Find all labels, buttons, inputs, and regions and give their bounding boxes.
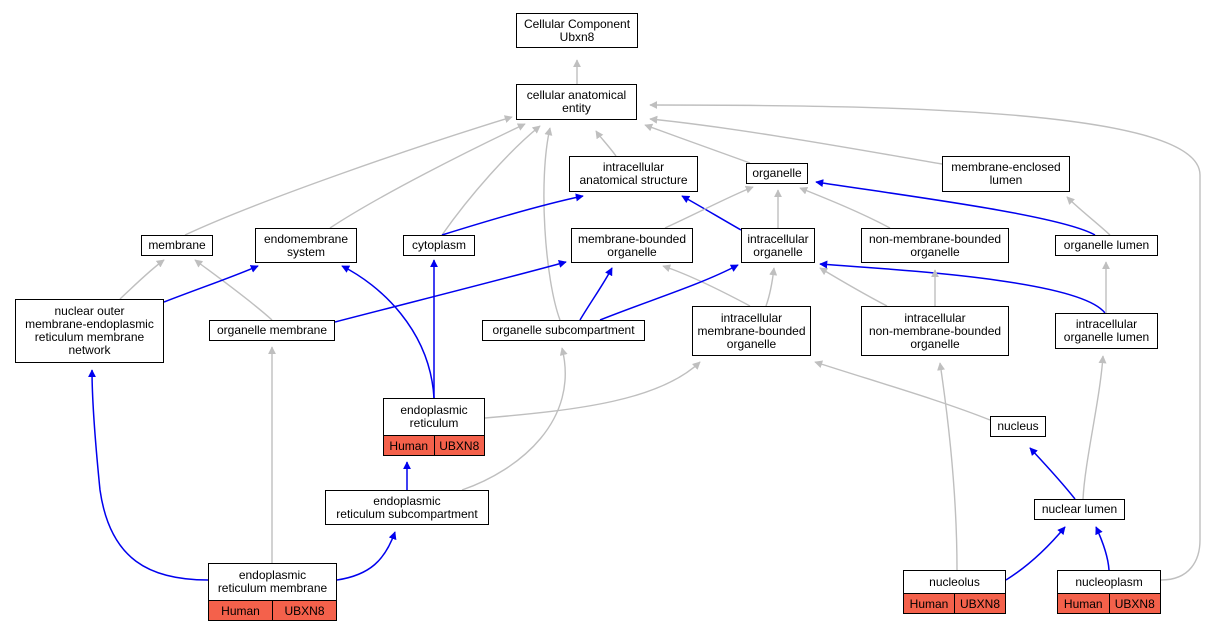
edge-inmbo-to-io-is-a [819, 267, 888, 307]
node-label[interactable]: organelle [752, 166, 802, 180]
edge-om-to-mbo-part-of [334, 260, 567, 323]
edge-nucleolus-to-inmbo-is-a [937, 362, 958, 571]
node-label[interactable]: nucleus [997, 419, 1039, 433]
node-label[interactable]: endoplasmic reticulum membrane [217, 568, 328, 595]
edge-mel-to-cae-is-a [649, 115, 943, 165]
node-io[interactable]: intracellular organelle [741, 228, 815, 263]
edge-cyt-to-ias-part-of [441, 193, 584, 236]
annotation-species[interactable]: Human [1058, 594, 1109, 613]
node-label[interactable]: Cellular Component Ubxn8 [523, 16, 631, 44]
edge-nuc-to-imbo-is-a [814, 360, 991, 421]
node-nom[interactable]: nuclear outer membrane-endoplasmic retic… [15, 299, 164, 363]
node-label[interactable]: organelle membrane [216, 323, 328, 337]
annotation-species[interactable]: Human [384, 436, 434, 455]
edge-mbo-to-org-is-a [664, 185, 754, 229]
node-label[interactable]: endomembrane system [263, 231, 349, 259]
edge-cyt-to-cae-is-a [441, 125, 541, 236]
node-iol[interactable]: intracellular organelle lumen [1055, 313, 1158, 349]
node-nuc[interactable]: nucleus [990, 416, 1046, 437]
node-label[interactable]: nucleoplasm [1075, 574, 1143, 589]
node-label[interactable]: intracellular organelle lumen [1063, 317, 1150, 344]
edge-osc-to-mbo-part-of [579, 267, 613, 321]
node-label[interactable]: membrane [148, 238, 206, 252]
annotation-gene[interactable]: UBXN8 [272, 601, 336, 620]
edge-osc-to-io-part-of [599, 264, 739, 321]
annotation-gene[interactable]: UBXN8 [954, 594, 1005, 613]
node-om[interactable]: organelle membrane [209, 320, 335, 341]
edge-om-to-mem-is-a [194, 259, 273, 321]
node-cc[interactable]: Cellular Component Ubxn8 [516, 13, 638, 48]
edge-nom-to-mem-is-a [119, 259, 165, 300]
node-mbo[interactable]: membrane-bounded organelle [571, 228, 693, 263]
node-label[interactable]: endoplasmic reticulum [400, 403, 468, 430]
edge-erm-to-ersc-part-of [336, 531, 397, 581]
edge-er-to-imbo-is-a [484, 361, 701, 419]
node-cyt[interactable]: cytoplasm [403, 235, 475, 256]
edge-nucleoplasm-to-cae-is-a [649, 101, 1201, 581]
node-ems[interactable]: endomembrane system [255, 228, 357, 263]
edge-mem-to-cae-is-a [184, 115, 513, 236]
node-org[interactable]: organelle [746, 163, 808, 184]
node-label[interactable]: intracellular organelle [747, 231, 809, 259]
node-label[interactable]: membrane-enclosed lumen [951, 160, 1061, 187]
edge-erm-to-nom-part-of [88, 369, 209, 581]
node-label[interactable]: membrane-bounded organelle [577, 231, 687, 259]
node-ersc[interactable]: endoplasmic reticulum subcompartment [325, 490, 489, 525]
annotation-gene[interactable]: UBXN8 [433, 436, 484, 455]
edge-nmbo-to-org-is-a [799, 186, 891, 229]
node-cae[interactable]: cellular anatomical entity [516, 84, 637, 120]
node-label[interactable]: intracellular membrane-bounded organelle [697, 310, 806, 351]
node-mel[interactable]: membrane-enclosed lumen [942, 156, 1070, 192]
edge-imbo-to-mbo-is-a [662, 264, 751, 307]
node-label[interactable]: endoplasmic reticulum subcompartment [336, 493, 478, 521]
edge-nom-to-ems-part-of [163, 265, 259, 303]
edge-nl-to-iol-is-a [1082, 355, 1107, 500]
node-label[interactable]: cellular anatomical entity [526, 88, 627, 115]
node-imbo[interactable]: intracellular membrane-bounded organelle [692, 306, 811, 356]
node-label[interactable]: intracellular anatomical structure [579, 160, 688, 187]
node-label[interactable]: cytoplasm [411, 238, 467, 252]
edge-nucleolus-to-nl-part-of [1005, 526, 1066, 581]
edge-org-to-cae-is-a [644, 123, 751, 164]
node-label[interactable]: intracellular non-membrane-bounded organ… [868, 310, 1002, 351]
edge-ias-to-cae-is-a [595, 130, 617, 157]
node-nmbo[interactable]: non-membrane-bounded organelle [861, 228, 1009, 263]
edge-iol-to-io-part-of [819, 260, 1106, 314]
edge-ems-to-cae-is-a [329, 123, 526, 229]
node-label[interactable]: nucleolus [929, 574, 980, 589]
node-label[interactable]: non-membrane-bounded organelle [868, 231, 1002, 259]
node-label[interactable]: organelle lumen [1063, 238, 1150, 252]
node-ias[interactable]: intracellular anatomical structure [569, 156, 698, 192]
annotation-gene[interactable]: UBXN8 [1108, 594, 1160, 613]
node-label[interactable]: nuclear outer membrane-endoplasmic retic… [25, 304, 154, 357]
node-label[interactable]: nuclear lumen [1041, 502, 1118, 516]
edge-nucleoplasm-to-nl-part-of [1095, 526, 1110, 571]
edge-io-to-ias-part-of [681, 195, 742, 231]
node-osc[interactable]: organelle subcompartment [482, 320, 645, 341]
annotation-species[interactable]: Human [904, 594, 954, 613]
node-ol[interactable]: organelle lumen [1055, 235, 1158, 256]
edge-nl-to-nuc-part-of [1029, 447, 1076, 500]
edge-ersc-to-osc-is-a [461, 347, 568, 491]
annotation-species[interactable]: Human [209, 601, 272, 620]
edge-ol-to-org-part-of [815, 179, 1096, 236]
node-label[interactable]: organelle subcompartment [492, 323, 635, 337]
edge-er-to-ems-part-of [341, 265, 435, 399]
node-inmbo[interactable]: intracellular non-membrane-bounded organ… [861, 306, 1009, 356]
node-mem[interactable]: membrane [141, 235, 213, 256]
edge-ol-to-mel-is-a [1066, 196, 1111, 236]
node-nl[interactable]: nuclear lumen [1034, 499, 1125, 520]
edge-osc-to-cae-is-a [543, 127, 561, 321]
edge-imbo-to-io-is-a [765, 267, 778, 307]
